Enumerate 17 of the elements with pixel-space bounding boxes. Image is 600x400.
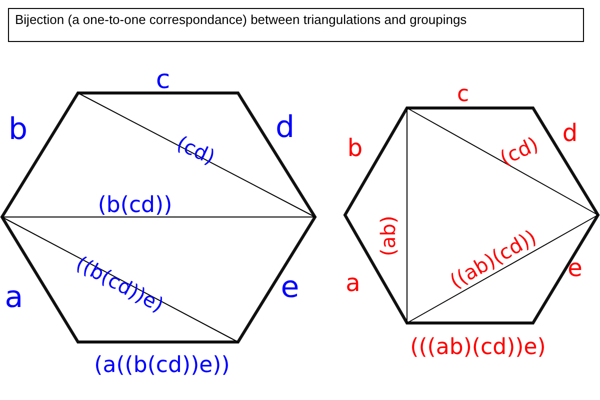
diagonal-label: (cd) xyxy=(174,132,218,168)
side-label: c xyxy=(156,67,170,93)
diagonal-label: (cd) xyxy=(496,134,542,168)
diagonal-label: (ab) xyxy=(378,216,398,256)
title-box: Bijection (a one-to-one correspondance) between triangulations and groupings xyxy=(8,8,584,42)
side-label: e xyxy=(280,273,300,303)
diagonal-label: (b(cd)) xyxy=(98,195,172,217)
side-label: (a((b(cd))e)) xyxy=(94,355,230,377)
side-label: b xyxy=(347,136,363,160)
side-label: a xyxy=(346,271,360,295)
side-label: e xyxy=(568,256,582,280)
side-label: c xyxy=(456,84,470,106)
side-label: b xyxy=(8,115,28,145)
side-label: (((ab)(cd))e) xyxy=(410,337,546,359)
side-label: a xyxy=(4,283,24,313)
side-label: d xyxy=(562,121,578,145)
side-label: d xyxy=(275,113,295,143)
